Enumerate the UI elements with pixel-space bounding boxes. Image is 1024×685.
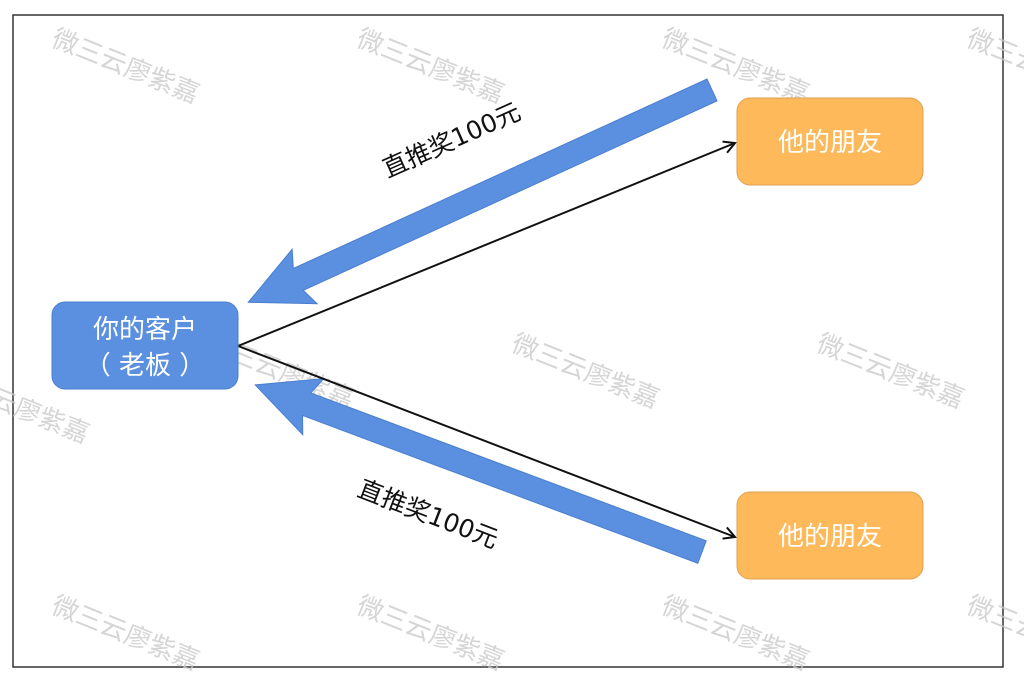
reward-arrow-top (247, 78, 718, 305)
customer-sublabel: （ 老板 ） (85, 351, 206, 381)
referral-line-top (237, 143, 735, 347)
referral-line-bottom (237, 345, 735, 537)
reward-arrow-bottom (254, 377, 707, 564)
friend-node-top[interactable]: 他的朋友 (736, 97, 924, 186)
customer-node[interactable]: 你的客户 （ 老板 ） (51, 301, 239, 390)
friend-node-bottom[interactable]: 他的朋友 (736, 491, 924, 580)
friend-label-bottom: 他的朋友 (778, 522, 882, 552)
friend-label-top: 他的朋友 (778, 128, 882, 158)
customer-label: 你的客户 (93, 315, 197, 345)
